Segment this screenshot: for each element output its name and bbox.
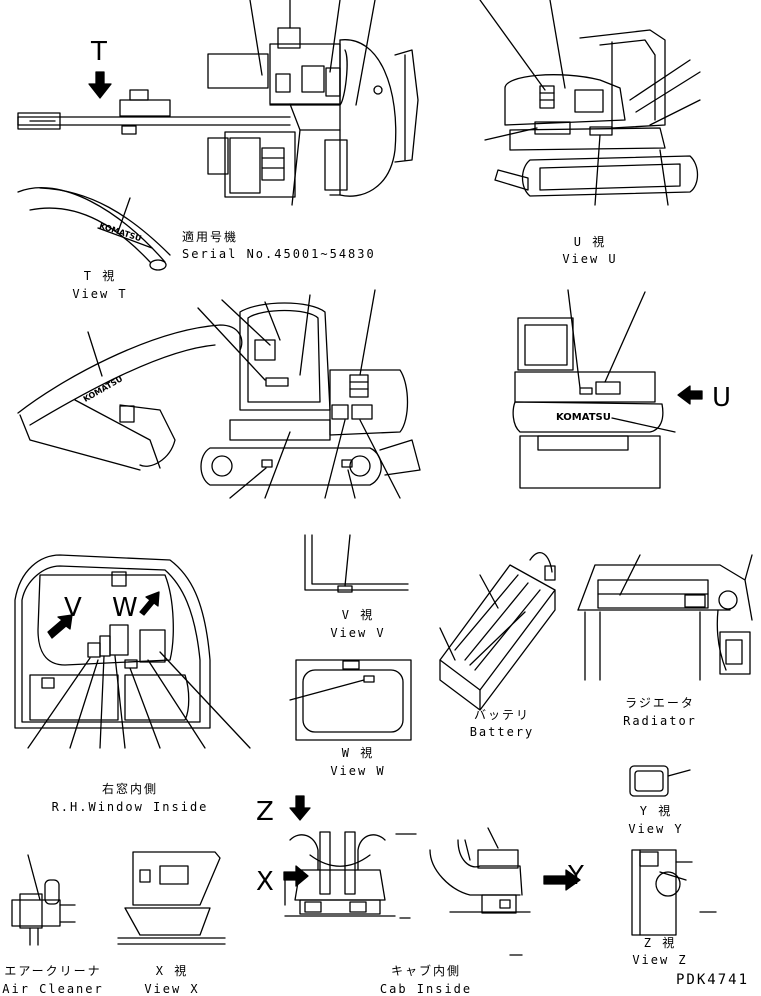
window-label-en: R.H.Window Inside (51, 800, 209, 814)
view-w (289, 659, 412, 741)
battery-label-en: Battery (469, 725, 535, 739)
window-label-jp: 右窓内側 (101, 782, 158, 796)
view-letter-u: U (712, 383, 732, 413)
cab-label-en: Cab Inside (379, 982, 473, 996)
cab-label-jp: キャブ内側 (390, 964, 461, 978)
view-x (117, 851, 226, 945)
view-letter-z: Z (256, 797, 274, 827)
excavator-rear-view (512, 289, 703, 489)
radiator (577, 554, 753, 681)
excavator-view-u (479, 0, 701, 206)
view-u-label-en: View U (562, 252, 618, 266)
air-cleaner-label-jp: エアークリーナ (4, 964, 102, 978)
view-v-label-jp: V 視 (341, 608, 375, 622)
view-letter-t: T (91, 37, 107, 67)
radiator-label-en: Radiator (623, 714, 697, 728)
cab-inside-right (429, 827, 581, 914)
excavator-side-view (17, 289, 421, 499)
view-w-label-en: View W (330, 764, 386, 778)
view-x-label-en: View X (144, 982, 200, 996)
view-w-label-jp: W 視 (341, 746, 375, 760)
view-u-label-jp: U 視 (573, 235, 607, 249)
view-t-arrow (88, 71, 112, 99)
battery (439, 552, 556, 711)
air-cleaner-label-en: Air Cleaner (2, 982, 104, 996)
view-z-label-jp: Z 視 (643, 936, 677, 950)
serial-label-jp: 適用号機 (182, 230, 239, 244)
battery-label-jp: バッテリ (473, 708, 530, 722)
excavator-top-view (17, 0, 419, 206)
view-z-label-en: View Z (632, 953, 688, 967)
serial-label-en: Serial No.45001~54830 (182, 247, 376, 261)
view-v (304, 534, 409, 593)
view-letter-w: W (112, 593, 138, 623)
radiator-label-jp: ラジエータ (625, 696, 695, 710)
view-y (629, 765, 691, 797)
view-y-label-en: View Y (628, 822, 684, 836)
air-cleaner (11, 854, 76, 946)
view-letter-y: Y (568, 861, 584, 891)
rh-window-inside (14, 554, 251, 749)
view-t-boom (17, 187, 171, 271)
cab-inside-left (283, 795, 417, 917)
view-letter-x: X (256, 867, 274, 897)
view-y-label-jp: Y 視 (639, 804, 673, 818)
drawing-number: PDK4741 (676, 972, 750, 988)
view-t-label-jp: T 視 (83, 269, 117, 283)
view-x-label-jp: X 視 (155, 964, 189, 978)
view-v-label-en: View V (330, 626, 386, 640)
view-letter-v: V (64, 593, 82, 623)
view-t-label-en: View T (72, 287, 128, 301)
view-z (631, 849, 717, 936)
